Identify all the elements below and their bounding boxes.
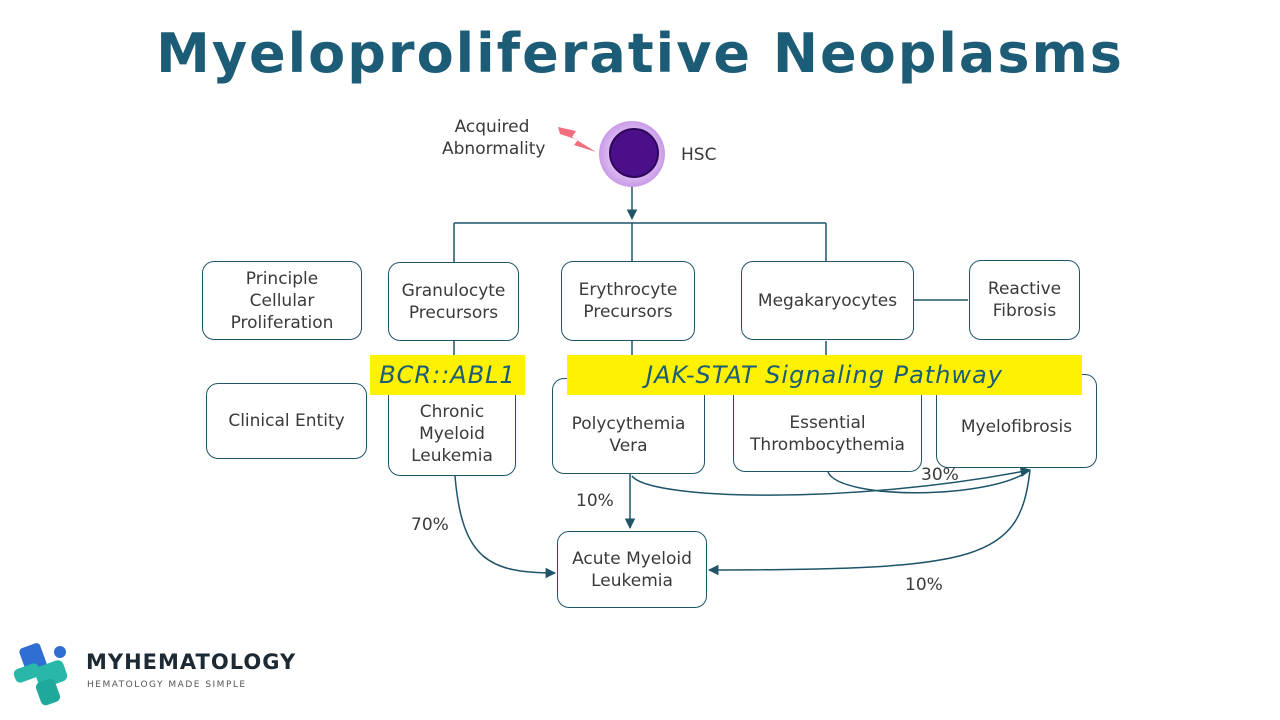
to-mf-percentage: 30% xyxy=(921,465,959,485)
cellular-proliferation-label: Principle Cellular Proliferation xyxy=(202,261,362,340)
page-title: Myeloproliferative Neoplasms xyxy=(156,22,1124,85)
mf-aml-percentage: 10% xyxy=(905,575,943,595)
clinical-entity-label: Clinical Entity xyxy=(206,383,367,459)
acquired-abnormality-label: Acquired Abnormality xyxy=(442,117,546,159)
hsc-label: HSC xyxy=(681,145,717,165)
reactive-fibrosis-box: Reactive Fibrosis xyxy=(969,260,1080,340)
cml-aml-arrow xyxy=(454,475,557,579)
megakaryocytes-box: Megakaryocytes xyxy=(741,261,914,340)
lightning-icon xyxy=(558,127,596,152)
hsc-cell-icon xyxy=(599,121,665,187)
jak-stat-highlight: JAK-STAT Signaling Pathway xyxy=(567,355,1082,395)
et-mf-arrow xyxy=(827,469,1031,494)
logo-icon xyxy=(13,643,68,706)
pv-aml-percentage: 10% xyxy=(576,491,614,511)
logo-name: MYHEMATOLOGY xyxy=(86,650,297,674)
aml-box: Acute Myeloid Leukemia xyxy=(557,531,707,608)
pv-mf-arrow xyxy=(631,466,1032,496)
granulocyte-precursors-box: Granulocyte Precursors xyxy=(388,262,519,341)
erythrocyte-precursors-box: Erythrocyte Precursors xyxy=(561,261,695,341)
bcr-abl1-highlight: BCR::ABL1 xyxy=(370,355,525,395)
cml-box: Chronic Myeloid Leukemia xyxy=(388,380,516,476)
cml-aml-percentage: 70% xyxy=(411,515,449,535)
logo-tagline: HEMATOLOGY MADE SIMPLE xyxy=(87,680,247,690)
mf-aml-arrow xyxy=(707,469,1031,576)
